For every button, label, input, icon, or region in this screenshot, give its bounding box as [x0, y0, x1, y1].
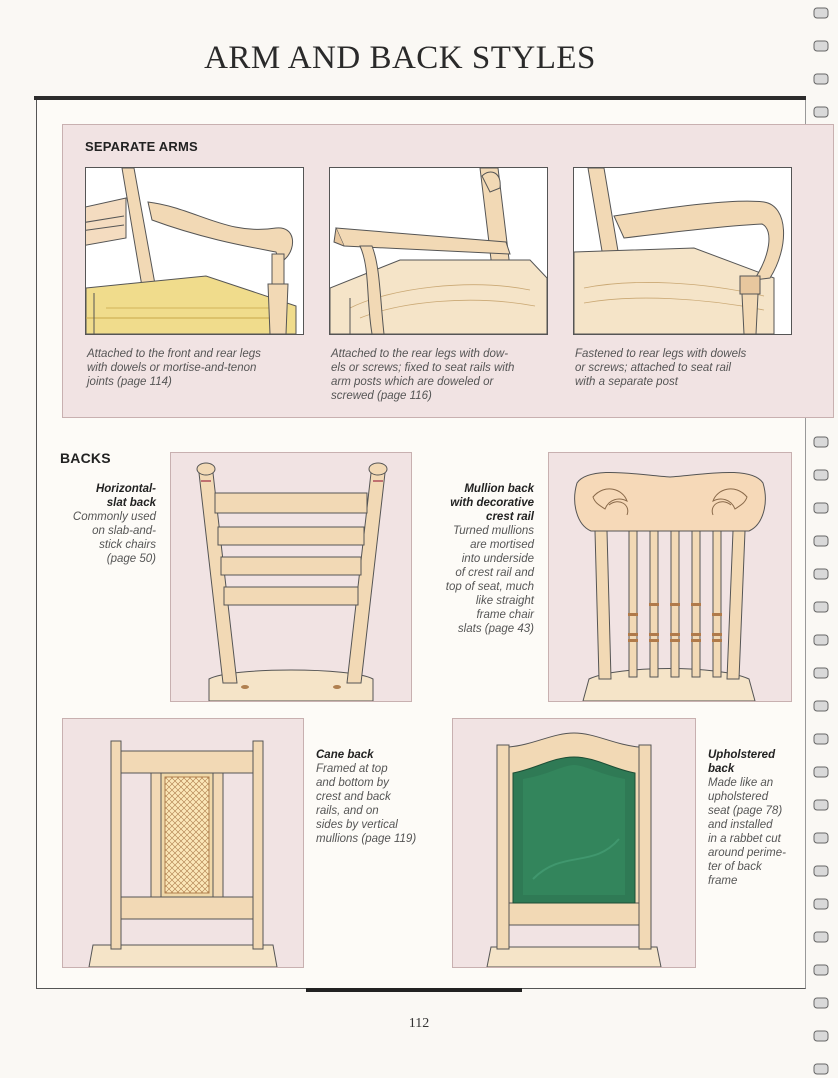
- slat-back-illustration: [170, 452, 412, 702]
- cane-strand: [165, 777, 198, 810]
- cane-strand: [182, 866, 209, 893]
- cane-strand: [200, 884, 209, 893]
- spiral-coil: [813, 1030, 829, 1042]
- spiral-coil: [813, 832, 829, 844]
- spiral-coil: [813, 799, 829, 811]
- slat-back-caption: Horizontal- slat back Commonly used on s…: [72, 483, 156, 565]
- bottom-rule: [306, 988, 522, 992]
- spiral-coil: [813, 436, 829, 448]
- cane-strand: [170, 777, 209, 816]
- arm-illustration-2: [329, 167, 548, 335]
- cane-strand: [165, 777, 209, 822]
- spiral-coil: [813, 1063, 829, 1075]
- cane-strand: [165, 788, 209, 834]
- spiral-coil: [813, 535, 829, 547]
- spiral-coil: [813, 700, 829, 712]
- cane-strand: [188, 872, 209, 893]
- cane-back-illustration: [62, 718, 304, 968]
- separate-arms-heading: SEPARATE ARMS: [85, 139, 198, 154]
- arm-caption-1: Attached to the front and rear legs with…: [87, 348, 261, 388]
- cane-strand: [165, 777, 186, 798]
- top-rule: [34, 96, 806, 100]
- upholstered-back-caption: Upholstered back Made like an upholstere…: [708, 749, 786, 887]
- cane-strand: [165, 777, 192, 804]
- arm-illustration-1: [85, 167, 304, 335]
- cane-back-caption: Cane back Framed at top and bottom by cr…: [316, 749, 417, 845]
- arm-caption-2: Attached to the rear legs with dow- els …: [331, 348, 515, 402]
- cane-strand: [188, 777, 209, 798]
- cane-strand: [182, 777, 209, 804]
- page-number: 112: [408, 1016, 430, 1031]
- cane-strand: [165, 777, 204, 816]
- spiral-coil: [813, 766, 829, 778]
- cane-strand: [165, 777, 168, 780]
- page-title: ARM AND BACK STYLES: [204, 40, 596, 76]
- cane-strand: [194, 878, 209, 893]
- spiral-coil: [813, 997, 829, 1009]
- cane-strand: [165, 777, 174, 786]
- cane-strand: [165, 794, 209, 840]
- cane-strand: [165, 782, 209, 828]
- cane-strand: [165, 824, 209, 870]
- cane-strand: [165, 800, 209, 846]
- cane-strand: [165, 818, 209, 864]
- spiral-coil: [813, 568, 829, 580]
- spiral-coil: [813, 898, 829, 910]
- arm-caption-3: Fastened to rear legs with dowels or scr…: [575, 348, 747, 388]
- spiral-coil: [813, 964, 829, 976]
- cane-strand: [170, 854, 209, 893]
- cane-strand: [165, 806, 209, 852]
- spiral-coil: [813, 469, 829, 481]
- cane-strand: [165, 777, 180, 792]
- spiral-coil: [813, 601, 829, 613]
- separate-arms-panel: SEPARATE ARMS Attached to the front and …: [62, 124, 834, 418]
- cane-strand: [165, 830, 209, 876]
- cane-strand: [165, 812, 209, 858]
- cane-strand: [176, 777, 209, 810]
- spiral-coil: [813, 865, 829, 877]
- spiral-coil: [813, 667, 829, 679]
- spiral-coil: [813, 733, 829, 745]
- arm-illustration-3: [573, 167, 792, 335]
- cane-strand: [165, 878, 180, 893]
- cane-strand: [206, 777, 209, 780]
- spiral-coil: [813, 7, 829, 19]
- backs-heading: BACKS: [60, 450, 111, 466]
- mullion-back-illustration: [548, 452, 792, 702]
- cane-strand: [165, 836, 209, 882]
- mullion-back-caption: Mullion back with decorative crest rail …: [445, 483, 534, 635]
- cane-strand: [165, 884, 174, 893]
- cane-strand: [165, 842, 209, 888]
- upholstered-back-illustration: [452, 718, 696, 968]
- cane-strand: [165, 872, 186, 893]
- spiral-coil: [813, 40, 829, 52]
- spiral-coil: [813, 73, 829, 85]
- cane-strand: [194, 777, 209, 792]
- spiral-coil: [813, 502, 829, 514]
- cane-strand: [200, 777, 209, 786]
- spiral-coil: [813, 931, 829, 943]
- cane-strand: [165, 848, 209, 893]
- cane-strand: [176, 860, 209, 893]
- spiral-coil: [813, 634, 829, 646]
- spiral-coil: [813, 106, 829, 118]
